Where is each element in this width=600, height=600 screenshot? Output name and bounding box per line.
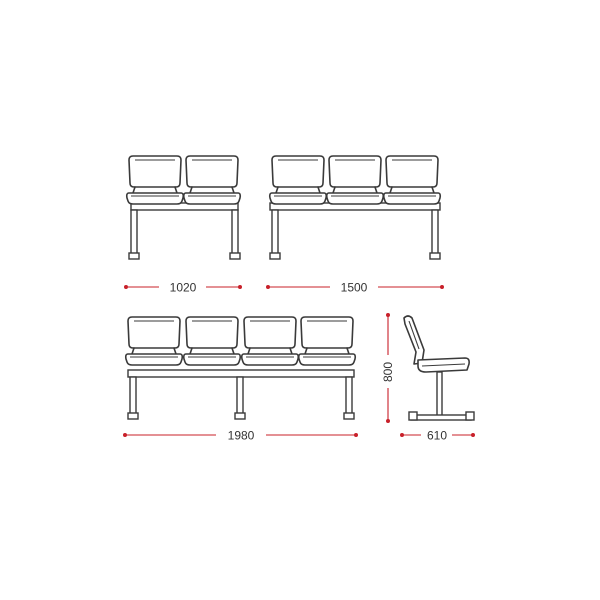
foot bbox=[429, 252, 441, 260]
seat bbox=[297, 316, 357, 366]
leg bbox=[271, 209, 279, 255]
leg bbox=[130, 209, 138, 255]
dimension-610: 610 bbox=[400, 429, 475, 443]
leg bbox=[345, 376, 353, 415]
side-backrest bbox=[403, 315, 425, 365]
dimension-label: 1980 bbox=[228, 429, 255, 443]
leg bbox=[231, 209, 239, 255]
foot bbox=[343, 412, 355, 420]
seat bbox=[125, 155, 185, 205]
dimension-1500: 1500 bbox=[266, 281, 444, 295]
foot bbox=[128, 252, 140, 260]
seat bbox=[124, 316, 184, 366]
dimension-800: 800 bbox=[381, 313, 395, 423]
three-seat-bench bbox=[268, 155, 442, 260]
foot bbox=[127, 412, 139, 420]
leg bbox=[431, 209, 439, 255]
side-view-chair bbox=[403, 315, 475, 421]
four-seat-bench bbox=[124, 316, 357, 420]
side-post bbox=[436, 371, 443, 417]
seat bbox=[325, 155, 385, 205]
seat bbox=[240, 316, 300, 366]
side-foot bbox=[410, 414, 472, 421]
foot bbox=[234, 412, 246, 420]
beam bbox=[130, 202, 239, 211]
foot bbox=[229, 252, 241, 260]
dimension-1020: 1020 bbox=[124, 281, 242, 295]
leg bbox=[129, 376, 137, 415]
dimension-label: 800 bbox=[381, 362, 395, 382]
dimension-label: 610 bbox=[427, 429, 447, 443]
leg bbox=[236, 376, 244, 415]
foot bbox=[269, 252, 281, 260]
seat bbox=[182, 316, 242, 366]
dimension-label: 1020 bbox=[170, 281, 197, 295]
beam bbox=[127, 369, 355, 378]
dimension-label: 1500 bbox=[341, 281, 368, 295]
seat bbox=[382, 155, 442, 205]
seat bbox=[268, 155, 328, 205]
side-foot-end bbox=[408, 411, 418, 421]
dimension-1980: 1980 bbox=[123, 429, 358, 443]
seat bbox=[182, 155, 242, 205]
side-foot-end bbox=[465, 411, 475, 421]
two-seat-bench bbox=[125, 155, 242, 260]
